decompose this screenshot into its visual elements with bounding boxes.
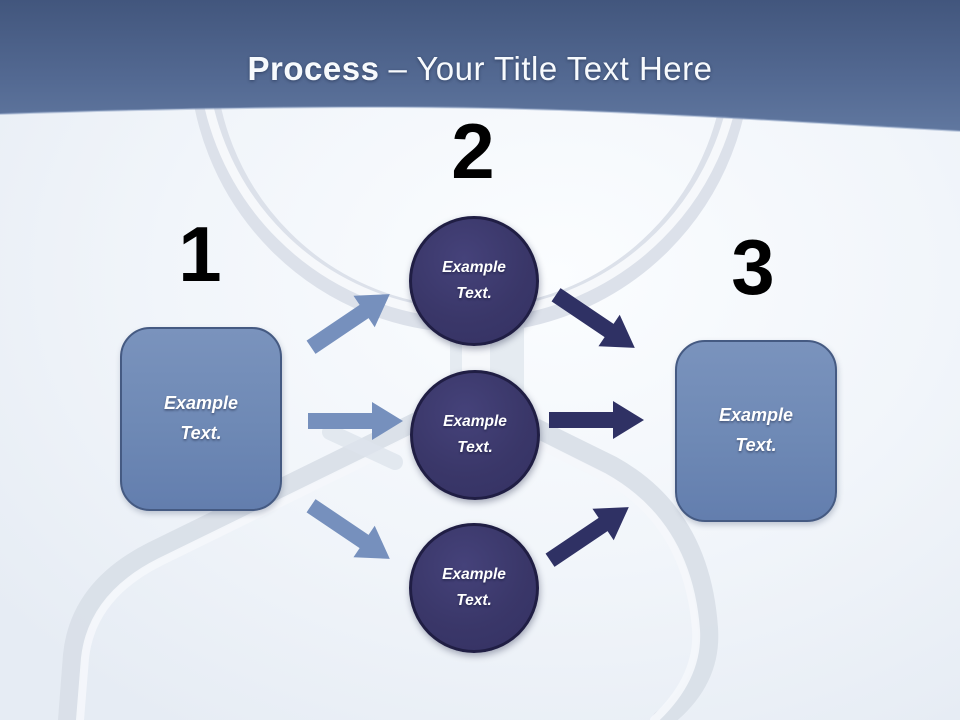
header-band (0, 0, 960, 132)
process-circle-bottom: Example Text. (409, 523, 539, 653)
process-circle-top: Example Text. (409, 216, 539, 346)
process-box-step-1: Example Text. (120, 327, 282, 511)
step-number-3: 3 (731, 223, 775, 311)
process-circle-label: Example Text. (442, 565, 506, 609)
step-number-1: 1 (178, 210, 222, 298)
process-box-label: Example Text. (718, 405, 794, 455)
title-subtitle-text: Your Title Text Here (416, 50, 713, 87)
process-circle-label: Example Text. (443, 412, 507, 456)
process-circle-middle: Example Text. (410, 370, 540, 500)
process-box-label: Example Text. (163, 393, 239, 443)
title-separator: – (388, 50, 408, 87)
process-box-step-3: Example Text. (675, 340, 837, 522)
process-circle-label: Example Text. (442, 258, 506, 302)
slide-title: Process – Your Title Text Here (0, 50, 960, 88)
title-emphasis: Process (247, 50, 380, 87)
step-number-2: 2 (451, 107, 495, 195)
